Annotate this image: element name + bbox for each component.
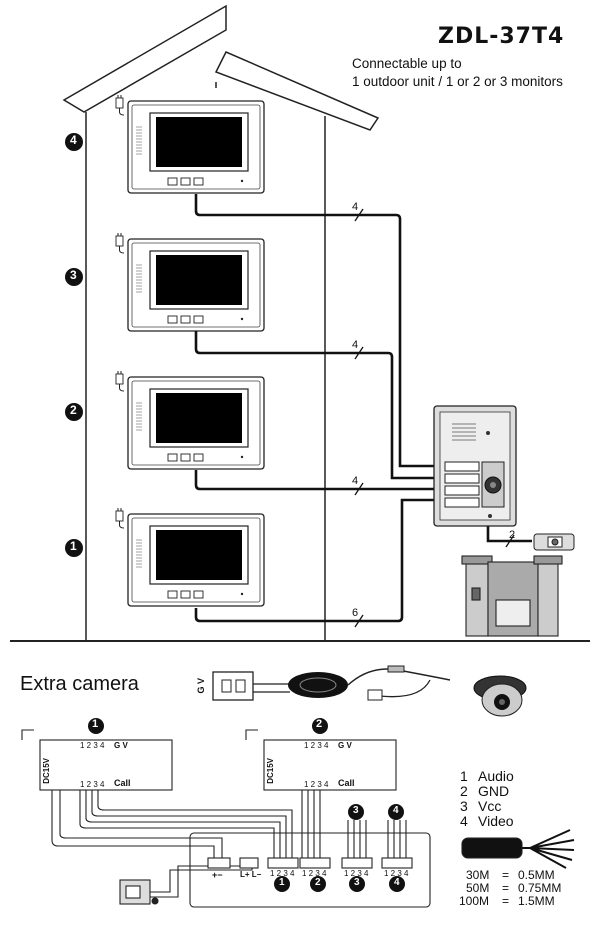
- cable-count-floor-1: 6: [352, 607, 359, 619]
- monitor-1-gv: G V: [114, 741, 128, 750]
- floor-label-1: 1: [70, 539, 77, 553]
- size-2: 0.75MM: [518, 881, 562, 895]
- monitor-1-call: Call: [114, 778, 131, 788]
- size-1: 0.5MM: [518, 868, 555, 882]
- building: [62, 4, 380, 640]
- camera-plug-label: G V: [196, 678, 206, 694]
- subtitle-line-2: 1 outdoor unit / 1 or 2 or 3 monitors: [352, 74, 563, 89]
- monitor-2-call: Call: [338, 778, 355, 788]
- floor-label-2: 2: [70, 403, 77, 417]
- distributor-pins-4: 1 2 3 4: [384, 869, 409, 878]
- bus-cables: [194, 194, 532, 623]
- length-1: 30M: [466, 868, 490, 882]
- length-3: 100M: [459, 894, 490, 908]
- monitor-2-power: DC15V: [266, 758, 275, 784]
- subtitle-line-1: Connectable up to: [352, 56, 462, 71]
- wire-1-num: 1: [460, 768, 468, 784]
- model-title: ZDL-37T4: [438, 24, 565, 49]
- monitor-2-pins-bottom: 1 2 3 4: [304, 780, 329, 789]
- monitor-2-marker: 2: [316, 718, 323, 730]
- extra-camera-wiring: [212, 665, 527, 717]
- length-1-eq: =: [502, 868, 510, 882]
- cable-count-floor-2: 4: [352, 475, 359, 487]
- distributor-lock: L+ L−: [240, 870, 262, 879]
- wire-4-name: Video: [478, 813, 514, 829]
- monitor-1-marker: 1: [92, 718, 99, 730]
- cable-count-outdoor: 2: [509, 529, 516, 541]
- floor-markers: [65, 133, 83, 557]
- monitor-2-pins-top: 1 2 3 4: [304, 741, 329, 750]
- size-3: 1.5MM: [518, 894, 555, 908]
- monitor-1-pins-top: 1 2 3 4: [80, 741, 105, 750]
- outdoor-panel: [433, 405, 517, 527]
- branch-marker-4: 4: [393, 805, 399, 816]
- terminal-schematic: [21, 729, 575, 908]
- cable-count-floor-4: 4: [352, 201, 359, 213]
- cable-slash-marks: [354, 208, 515, 628]
- monitor-floor-4: [115, 94, 265, 194]
- length-2-eq: =: [502, 881, 510, 895]
- monitor-1-power: DC15V: [42, 758, 51, 784]
- distributor-pins-3: 1 2 3 4: [344, 869, 369, 878]
- length-2: 50M: [466, 881, 490, 895]
- distributor-output-4: 4: [394, 877, 400, 888]
- wire-4-num: 4: [460, 813, 468, 829]
- distributor-pins-2: 1 2 3 4: [302, 869, 327, 878]
- wire-1-name: Audio: [478, 768, 514, 784]
- monitor-1-pins-bottom: 1 2 3 4: [80, 780, 105, 789]
- monitor-2-gv: G V: [338, 741, 352, 750]
- wire-2-num: 2: [460, 783, 468, 799]
- length-3-eq: =: [502, 894, 510, 908]
- monitor-floor-2: [115, 370, 265, 470]
- distributor-output-1: 1: [279, 877, 285, 888]
- gate: [461, 555, 563, 637]
- distributor-pm: +−: [212, 870, 223, 880]
- monitor-floor-3: [115, 232, 265, 332]
- exit-button: [533, 533, 575, 551]
- wire-2-name: GND: [478, 783, 510, 799]
- extra-camera-label: Extra camera: [20, 673, 139, 695]
- cable-count-floor-3: 4: [352, 339, 359, 351]
- distributor-output-2: 2: [315, 877, 321, 888]
- floor-label-4: 4: [70, 133, 77, 147]
- distributor-output-3: 3: [354, 877, 360, 888]
- schematic-markers: [88, 718, 405, 892]
- floor-label-3: 3: [70, 268, 77, 282]
- wire-3-name: Vcc: [478, 798, 502, 814]
- monitor-floor-1: [115, 507, 265, 607]
- branch-marker-3: 3: [353, 805, 359, 816]
- wire-3-num: 3: [460, 798, 468, 814]
- distributor-pins-1: 1 2 3 4: [270, 869, 295, 878]
